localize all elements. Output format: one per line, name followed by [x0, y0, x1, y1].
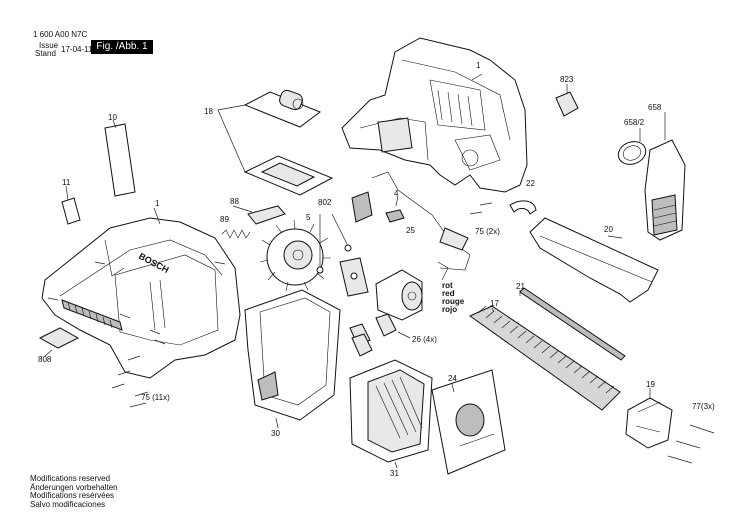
footer-line: Modifications resérvées [30, 491, 115, 501]
callout-19: 19 [646, 380, 655, 389]
callout-17: 17 [490, 299, 499, 308]
housing-top-part [341, 37, 528, 193]
part-30 [244, 289, 341, 429]
stand-label: Stand [35, 49, 56, 58]
callout-88: 88 [230, 197, 239, 206]
cable-4-part [351, 171, 471, 271]
callout-11: 11 [62, 178, 71, 187]
callout-21: 21 [516, 282, 525, 291]
callout-5: 5 [306, 213, 311, 222]
issue-date: 17-04-11 [61, 45, 93, 54]
plate-808-part [38, 327, 80, 349]
fan-5-part [259, 219, 331, 292]
issue-label: Issue [39, 41, 59, 50]
callout-808: 808 [38, 355, 52, 364]
label-10-part [104, 123, 136, 197]
callout-31: 31 [390, 469, 399, 478]
callout-658: 658 [648, 103, 662, 112]
callout-802: 802 [318, 198, 332, 207]
wire-color-rot: rot [442, 281, 453, 290]
part-658 [617, 112, 686, 241]
callout-1-top: 1 [476, 61, 481, 70]
part-18 [217, 89, 334, 196]
rod-21-part [519, 287, 626, 361]
wire-color-rojo: rojo [442, 305, 457, 314]
callout-658-2: 658/2 [624, 118, 645, 127]
footer-line: Salvo modificaciones [30, 499, 106, 509]
callout-25: 25 [406, 226, 415, 235]
footer-line: Modifications reserved [30, 474, 111, 483]
footer-line: Änderungen vorbehalten [30, 482, 118, 492]
panel-24-part [431, 369, 506, 475]
spring-89-part [221, 229, 251, 239]
part-25 [385, 209, 405, 223]
callout-75-11x: 75 (11x) [141, 393, 170, 402]
callout-10: 10 [108, 113, 117, 122]
part-823 [555, 91, 579, 117]
motor-part [375, 261, 449, 321]
pads-26-part [349, 313, 397, 357]
part-19 [625, 388, 673, 449]
wire-color-rouge: rouge [442, 297, 465, 306]
hose-17-part [469, 305, 621, 411]
button-88-part [247, 205, 286, 225]
callout-823: 823 [560, 75, 574, 84]
callout-30: 30 [271, 429, 280, 438]
footer-notice: Modifications reserved Änderungen vorbeh… [30, 474, 118, 509]
label-11-part [61, 197, 81, 225]
callout-20: 20 [604, 225, 613, 234]
callout-26: 26 (4x) [412, 335, 437, 344]
callout-1-left: 1 [155, 199, 160, 208]
figure-label: Fig. /Abb. 1 [91, 40, 153, 54]
callout-4: 4 [394, 189, 399, 198]
callout-18: 18 [204, 107, 213, 116]
screws-75-group [47, 261, 226, 408]
callout-89: 89 [220, 215, 229, 224]
part-20 [529, 217, 659, 303]
housing-left-part: BOSCH [41, 217, 241, 379]
callout-22: 22 [526, 179, 535, 188]
callout-77-3x: 77(3x) [692, 402, 715, 411]
part-number: 1 600 A00 N7C [33, 30, 88, 39]
callout-75-2x: 75 (2x) [475, 227, 500, 236]
wire-color-red: red [442, 289, 455, 298]
callout-24: 24 [448, 374, 457, 383]
clip-22-part [509, 200, 537, 215]
filter-31-part [349, 359, 433, 469]
